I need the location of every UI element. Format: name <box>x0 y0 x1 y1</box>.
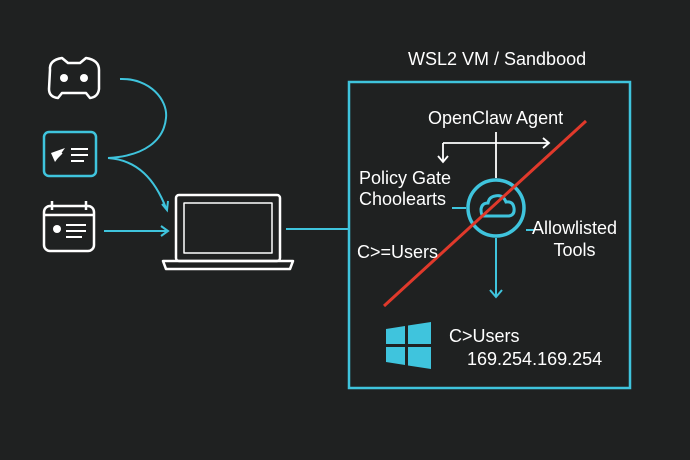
agent-title: OpenClaw Agent <box>428 108 564 128</box>
calendar-card-icon <box>42 201 96 253</box>
host-ip-address: 169.254.169.254 <box>467 349 603 369</box>
sandbox-title: WSL2 VM / Sandbood <box>408 49 587 69</box>
policy-gate-label: Policy Gate Choolearts <box>359 168 451 210</box>
arrowhead <box>437 155 449 164</box>
discord-connector <box>107 77 168 159</box>
arrowhead <box>489 289 503 299</box>
sandbox-box <box>347 80 632 390</box>
allowlisted-line1: Allowlisted <box>532 218 618 238</box>
allowlisted-line2: Tools <box>553 240 596 260</box>
arrowhead <box>161 200 169 213</box>
cloud-gate-icon <box>466 178 526 238</box>
arrowhead <box>160 225 170 237</box>
allowlisted-tools-label: Allowlisted Tools <box>532 217 617 261</box>
blocked-strike-line <box>382 119 588 308</box>
discord-icon <box>47 56 101 100</box>
windows-logo-icon <box>386 322 431 369</box>
host-users-path: C>Users <box>449 326 520 346</box>
laptop-icon <box>161 193 295 271</box>
telegram-message-icon <box>42 130 98 178</box>
arrowhead <box>542 137 551 149</box>
policy-gate-line1: Policy Gate <box>359 168 452 188</box>
policy-gate-line2: Choolearts <box>359 189 447 209</box>
message-connector <box>107 157 167 209</box>
sandbox-users-path: C>=Users <box>357 242 439 262</box>
